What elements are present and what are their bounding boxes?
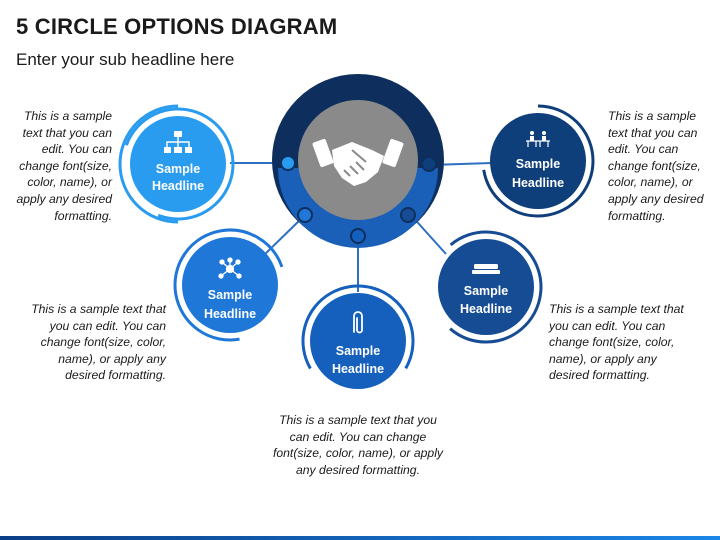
option-4-description: This is a sample text that you can edit.…: [549, 302, 684, 383]
page-title: 5 CIRCLE OPTIONS DIAGRAM: [16, 14, 338, 39]
option-3-description: This is a sample text that you can edit.…: [272, 413, 444, 477]
page-subtitle: Enter your sub headline here: [16, 50, 235, 69]
option-5-description: This is a sample text that you can edit.…: [608, 109, 704, 223]
option-3-fill: [310, 293, 406, 389]
connector-option-2: [261, 217, 303, 258]
org-chart-icon: [164, 131, 192, 153]
option-1-line2: Headline: [152, 179, 204, 193]
option-4-circle[interactable]: Sample Headline: [409, 210, 564, 365]
handshake-icon: [312, 138, 404, 186]
option-2-line2: Headline: [204, 307, 256, 321]
option-1-fill: [130, 116, 226, 212]
option-3-line2: Headline: [332, 362, 384, 376]
hub-dot-2: [297, 207, 313, 223]
center-hub: [272, 74, 444, 248]
option-5-circle[interactable]: Sample Headline: [481, 104, 595, 218]
option-4-fill: [438, 239, 534, 335]
option-3-circle[interactable]: Sample Headline: [283, 266, 433, 416]
stapler-icon: [472, 264, 500, 274]
meeting-icon: [526, 131, 550, 147]
option-5-fill: [490, 113, 586, 209]
option-4-line1: Sample: [464, 284, 509, 298]
hub-dot-5: [421, 156, 437, 172]
bottom-accent-bar: [0, 536, 720, 540]
option-2-fill: [182, 237, 278, 333]
option-2-circle[interactable]: Sample Headline: [166, 221, 293, 348]
hub-dot-3: [350, 228, 366, 244]
network-icon: [218, 257, 242, 279]
option-5-line2: Headline: [512, 176, 564, 190]
option-2-line1: Sample: [208, 288, 253, 302]
option-1-circle[interactable]: Sample Headline: [108, 94, 249, 235]
option-1-line1: Sample: [156, 162, 201, 176]
hub-dot-1: [280, 155, 296, 171]
option-1-arc: [118, 104, 179, 224]
option-2-description: This is a sample text that you can edit.…: [31, 302, 166, 383]
hub-dot-4: [400, 207, 416, 223]
option-3-line1: Sample: [336, 344, 381, 358]
option-4-line2: Headline: [460, 302, 512, 316]
option-1-description: This is a sample text that you can edit.…: [16, 109, 112, 223]
option-5-line1: Sample: [516, 157, 561, 171]
paperclip-icon: [353, 311, 363, 334]
